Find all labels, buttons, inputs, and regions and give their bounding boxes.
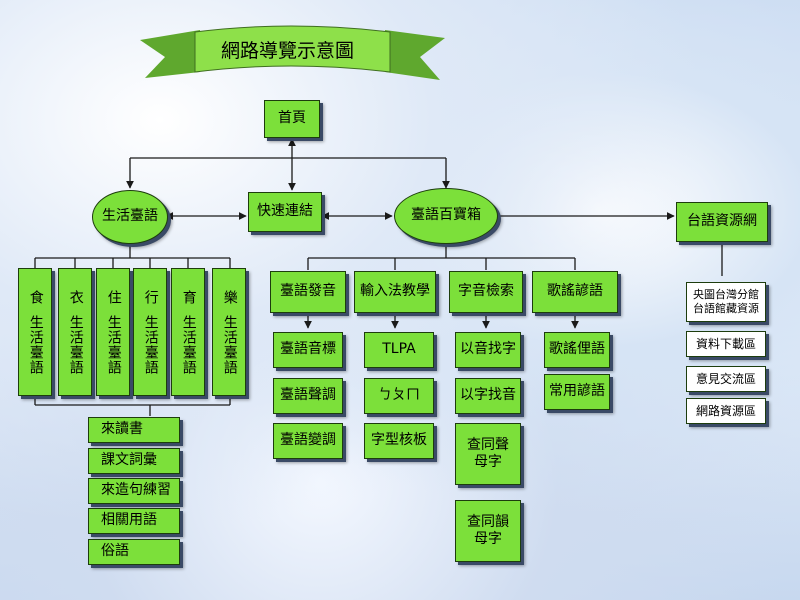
life-list-item[interactable]: 課文詞彙: [88, 448, 180, 474]
column-body: 生活臺語: [67, 314, 84, 375]
page-title: 網路導覽示意圖: [220, 39, 354, 62]
column-body: 生活臺語: [180, 314, 197, 375]
life-taiwanese-node[interactable]: 生活臺語: [92, 190, 168, 244]
category-char-search[interactable]: 字音檢索: [449, 271, 523, 313]
life-list-item[interactable]: 來讀書: [88, 417, 180, 443]
column-body: 生活臺語: [142, 314, 159, 375]
life-list-item[interactable]: 來造句練習: [88, 478, 180, 504]
column-body: 生活臺語: [221, 314, 238, 375]
category-input-method[interactable]: 輸入法教學: [354, 271, 436, 313]
category-pronunciation[interactable]: 臺語發音: [270, 271, 346, 313]
life-list-item[interactable]: 俗語: [88, 539, 180, 565]
category-songs-proverbs[interactable]: 歌謠諺語: [532, 271, 618, 313]
input-method-item[interactable]: ㄅㄆㄇ: [364, 378, 434, 414]
life-column-food[interactable]: 食生活臺語: [18, 268, 52, 396]
home-node[interactable]: 首頁: [264, 100, 320, 138]
life-column-leisure[interactable]: 樂生活臺語: [212, 268, 246, 396]
life-column-housing[interactable]: 住生活臺語: [96, 268, 130, 396]
column-head: 食: [27, 289, 44, 305]
column-head: 衣: [67, 289, 84, 305]
quick-links-node[interactable]: 快速連結: [248, 192, 322, 232]
input-method-item[interactable]: 字型核板: [364, 423, 434, 459]
column-head: 行: [142, 289, 159, 305]
life-column-education[interactable]: 育生活臺語: [171, 268, 205, 396]
char-search-item[interactable]: 以音找字: [455, 332, 521, 368]
life-list-item[interactable]: 相關用語: [88, 508, 180, 534]
resources-item[interactable]: 資料下載區: [686, 331, 766, 357]
char-search-item[interactable]: 以字找音: [455, 378, 521, 414]
pronunciation-item[interactable]: 臺語變調: [273, 423, 343, 459]
column-body: 生活臺語: [105, 314, 122, 375]
column-head: 育: [180, 289, 197, 305]
input-method-item[interactable]: TLPA: [364, 332, 434, 368]
resources-item[interactable]: 意見交流區: [686, 366, 766, 392]
char-search-item[interactable]: 查同韻母字: [455, 500, 521, 562]
resources-item[interactable]: 央圖台灣分館 台語館藏資源: [686, 282, 766, 322]
taiwanese-resources-node[interactable]: 台語資源網: [676, 202, 768, 242]
taiwanese-treasure-node[interactable]: 臺語百寶箱: [394, 188, 498, 244]
pronunciation-item[interactable]: 臺語聲調: [273, 378, 343, 414]
resources-item[interactable]: 網路資源區: [686, 398, 766, 424]
char-search-item[interactable]: 查同聲母字: [455, 423, 521, 485]
songs-item[interactable]: 歌謠俚語: [544, 332, 610, 368]
songs-item[interactable]: 常用諺語: [544, 374, 610, 410]
column-head: 樂: [221, 289, 238, 305]
column-head: 住: [105, 289, 122, 305]
column-body: 生活臺語: [27, 314, 44, 375]
life-column-clothing[interactable]: 衣生活臺語: [58, 268, 92, 396]
pronunciation-item[interactable]: 臺語音標: [273, 332, 343, 368]
life-column-transport[interactable]: 行生活臺語: [133, 268, 167, 396]
